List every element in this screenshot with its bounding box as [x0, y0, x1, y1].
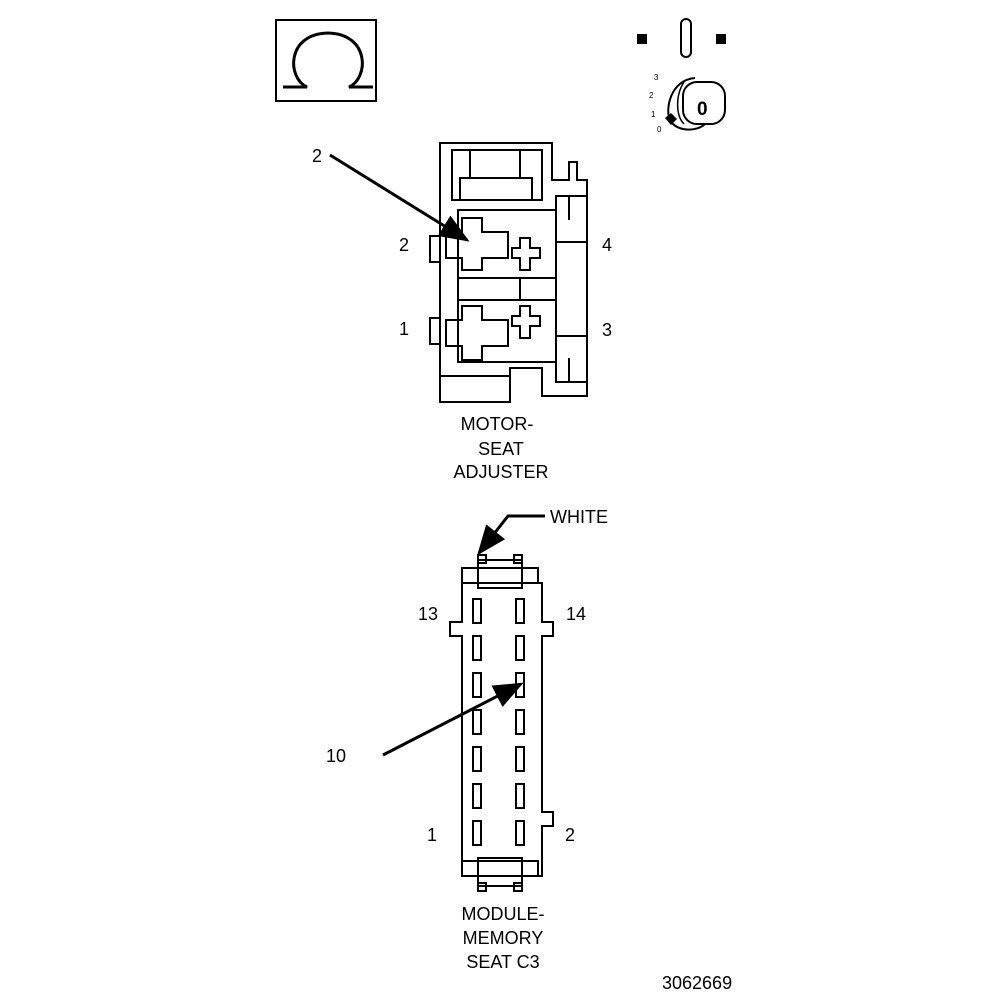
motor-seat-cavity-2: 2: [399, 235, 409, 255]
memory-seat-title-line-3: SEAT C3: [466, 952, 539, 972]
cavity-slot: [472, 635, 482, 661]
ignition-position-1: 1: [651, 110, 656, 119]
figure-id: 3062669: [662, 973, 732, 993]
cavity-slot: [515, 598, 525, 624]
cavity-slot: [472, 598, 482, 624]
ohmmeter-icon: [275, 19, 377, 102]
ignition-position-0: 0: [657, 125, 662, 134]
ignition-switch-icon: 3 2 1 0 0: [637, 18, 726, 134]
memory-seat-cavity-13: 13: [418, 604, 438, 624]
memory-seat-callout-number: 10: [326, 746, 346, 766]
memory-seat-title-line-1: MODULE-: [461, 904, 544, 924]
motor-seat-cavity-3: 3: [602, 320, 612, 340]
cavity-slot: [515, 820, 525, 846]
memory-seat-connector: [449, 554, 554, 892]
memory-seat-cavity-2: 2: [565, 825, 575, 845]
motor-seat-callout-arrow: [329, 153, 470, 242]
cavity-slot: [515, 635, 525, 661]
cavity-slot: [515, 709, 525, 735]
cavity-slot: [515, 783, 525, 809]
motor-seat-title: MOTOR- SEAT ADJUSTER: [453, 414, 548, 482]
ignition-position-3: 3: [654, 73, 659, 82]
motor-seat-cavity-4: 4: [602, 235, 612, 255]
motor-seat-title-line-1: MOTOR-: [461, 414, 534, 434]
motor-seat-title-line-2: SEAT: [478, 439, 524, 459]
ignition-key-label: 0: [697, 99, 708, 120]
cavity-slot: [472, 746, 482, 772]
motor-seat-title-line-3: ADJUSTER: [453, 462, 548, 482]
memory-seat-callout-arrow: [382, 682, 524, 757]
cavity-slot: [515, 746, 525, 772]
cavity-slot: [472, 783, 482, 809]
motor-seat-callout-number: 2: [312, 146, 322, 166]
cavity-slot: [472, 820, 482, 846]
memory-seat-cavity-1: 1: [427, 825, 437, 845]
cavity-slot: [472, 709, 482, 735]
ignition-position-2: 2: [649, 91, 654, 100]
memory-seat-title: MODULE- MEMORY SEAT C3: [461, 904, 544, 972]
wire-color-leader: [477, 514, 545, 556]
wire-color-label: WHITE: [550, 507, 608, 527]
motor-seat-cavity-1: 1: [399, 319, 409, 339]
cavity-slot: [472, 672, 482, 698]
motor-seat-adjuster-connector: [429, 142, 588, 403]
memory-seat-title-line-2: MEMORY: [463, 928, 544, 948]
memory-seat-cavities: [472, 598, 525, 846]
memory-seat-cavity-14: 14: [566, 604, 586, 624]
